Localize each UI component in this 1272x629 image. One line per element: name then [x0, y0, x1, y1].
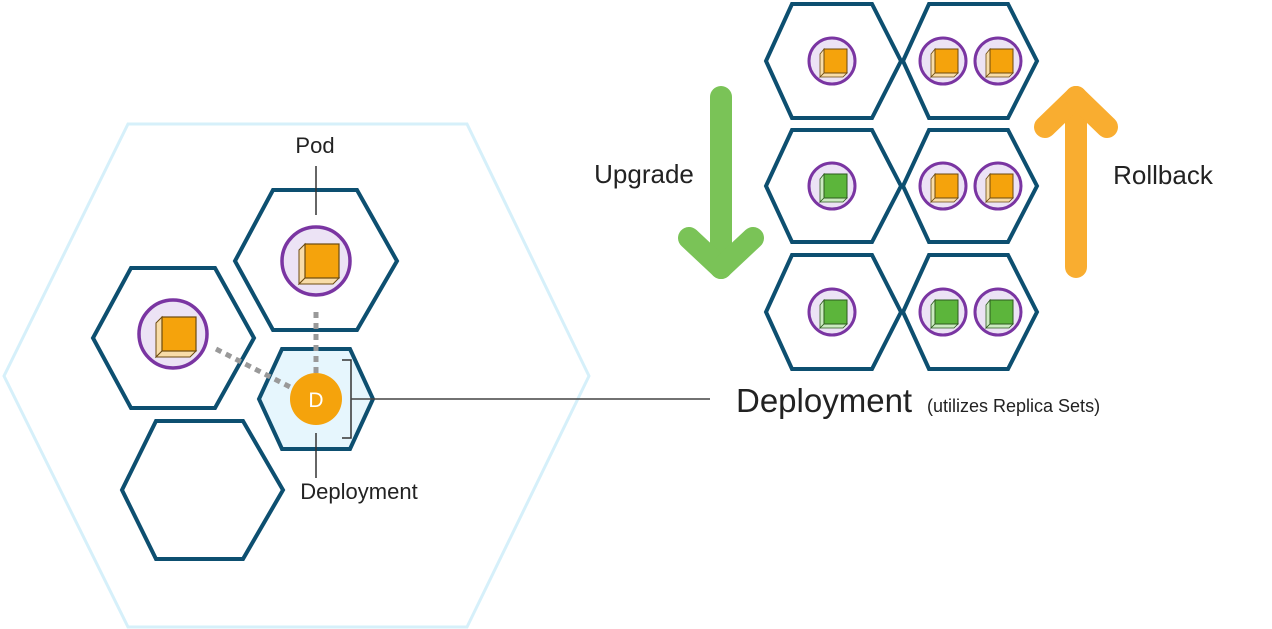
- deployment-badge: [290, 373, 342, 425]
- upgrade-label: Upgrade: [594, 159, 694, 189]
- pod-label: Pod: [295, 133, 334, 158]
- replica-pod-r3-left: [807, 287, 857, 337]
- rollback-arrow-icon: [1034, 86, 1118, 278]
- replica-hexagon-r3-right: [900, 253, 1040, 371]
- upgrade-arrow-icon: [678, 86, 764, 279]
- replica-pod-r1-left: [807, 36, 857, 86]
- deployment-badge-letter: D: [308, 389, 323, 412]
- replica-pod-r3-right-b: [973, 287, 1023, 337]
- deployment-note: (utilizes Replica Sets): [927, 396, 1100, 416]
- rollback-label: Rollback: [1113, 160, 1214, 190]
- replica-pod-r2-right-b: [973, 161, 1023, 211]
- replica-pod-r2-right-a: [918, 161, 968, 211]
- deployment-label-small: Deployment: [300, 479, 417, 504]
- connector-left-pod: [214, 346, 294, 391]
- pod-icon-left: [137, 298, 209, 370]
- deployment-label-large: Deployment: [736, 382, 912, 419]
- replica-pod-r1-right-b: [973, 36, 1023, 86]
- cluster-outer-hexagon: [2, 122, 591, 629]
- replica-hexagon-r1-right: [900, 2, 1040, 120]
- replica-pod-r1-right-a: [918, 36, 968, 86]
- empty-hexagon: [119, 419, 286, 561]
- pod-icon-top: [280, 225, 352, 297]
- replica-pod-r2-left: [807, 161, 857, 211]
- replica-pod-r3-right-a: [918, 287, 968, 337]
- replica-hexagon-r2-right: [900, 128, 1040, 244]
